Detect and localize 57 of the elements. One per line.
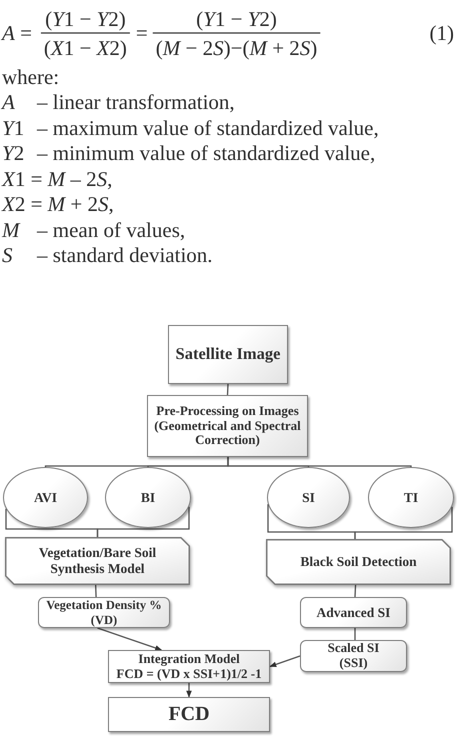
box-label: Black Soil Detection	[300, 554, 417, 570]
connector-line	[227, 457, 412, 468]
box-label: Satellite Image	[176, 345, 280, 364]
snipped-corner-box	[266, 539, 451, 585]
variable-symbol: S	[2, 242, 12, 268]
arrow	[186, 683, 192, 698]
box-label: SI	[302, 490, 315, 506]
oval-node	[105, 467, 191, 528]
process-box	[108, 650, 270, 683]
equation-part: (X1 − X2)	[44, 36, 127, 60]
process-box	[147, 395, 308, 457]
definition-text: – linear transformation,	[37, 90, 235, 114]
body-text: where:	[2, 64, 60, 90]
oval-node	[368, 467, 454, 528]
rounded-box	[300, 640, 407, 672]
rounded-box	[38, 597, 170, 628]
definition-text: – minimum value of standardized value,	[37, 140, 376, 166]
box-label: Pre-Processing on Images (Geometrical and Spectral Correction)	[153, 404, 302, 448]
box-label: TI	[404, 490, 418, 506]
variable-symbol: Y2	[2, 140, 24, 166]
variable-symbol: A	[2, 90, 15, 114]
definition-text: – mean of values,	[37, 218, 186, 242]
equation-part: =	[136, 20, 148, 46]
connector-line	[96, 506, 190, 537]
box-label: AVI	[34, 490, 57, 506]
variable-symbol: Y1	[2, 116, 24, 140]
box-label: Advanced SI	[316, 604, 390, 620]
process-box	[108, 697, 270, 732]
box-label: Scaled SI (SSI)	[326, 641, 380, 671]
box-label: BI	[140, 490, 156, 506]
process-box	[168, 325, 288, 384]
connector-line	[95, 584, 97, 598]
connector-line	[226, 384, 229, 396]
definition-text: – maximum value of standardized value,	[37, 116, 379, 140]
snipped-corner-box	[5, 537, 190, 585]
connector-line	[354, 584, 356, 598]
box-label: FCD = (VD x SSI+1)1/2 -1	[116, 666, 262, 682]
equation-number: (1)	[430, 20, 454, 46]
box-label: Vegetation/Bare Soil Synthesis Model	[38, 545, 158, 577]
arrow	[97, 627, 162, 651]
box-label: FCD	[168, 703, 210, 726]
equation-line: X1 = M – 2S,	[2, 166, 112, 192]
equation-line: X2 = M + 2S,	[2, 192, 114, 216]
equation-part: (Y1 − Y2)	[196, 6, 277, 32]
connector-line	[354, 628, 356, 640]
equation-part: (Y1 − Y2)	[45, 6, 126, 32]
rounded-box	[300, 597, 407, 628]
arrow	[269, 655, 300, 668]
variable-symbol: M	[2, 218, 20, 242]
equation-part: (M − 2S)−(M + 2S)	[156, 36, 318, 60]
definition-text: – standard deviation.	[37, 242, 213, 268]
box-label: Vegetation Density % (VD)	[45, 598, 163, 627]
box-label: Integration Model	[138, 652, 240, 666]
oval-node	[3, 467, 88, 528]
equation-part: A =	[2, 20, 32, 46]
connector-line	[354, 506, 453, 539]
oval-node	[267, 467, 350, 528]
